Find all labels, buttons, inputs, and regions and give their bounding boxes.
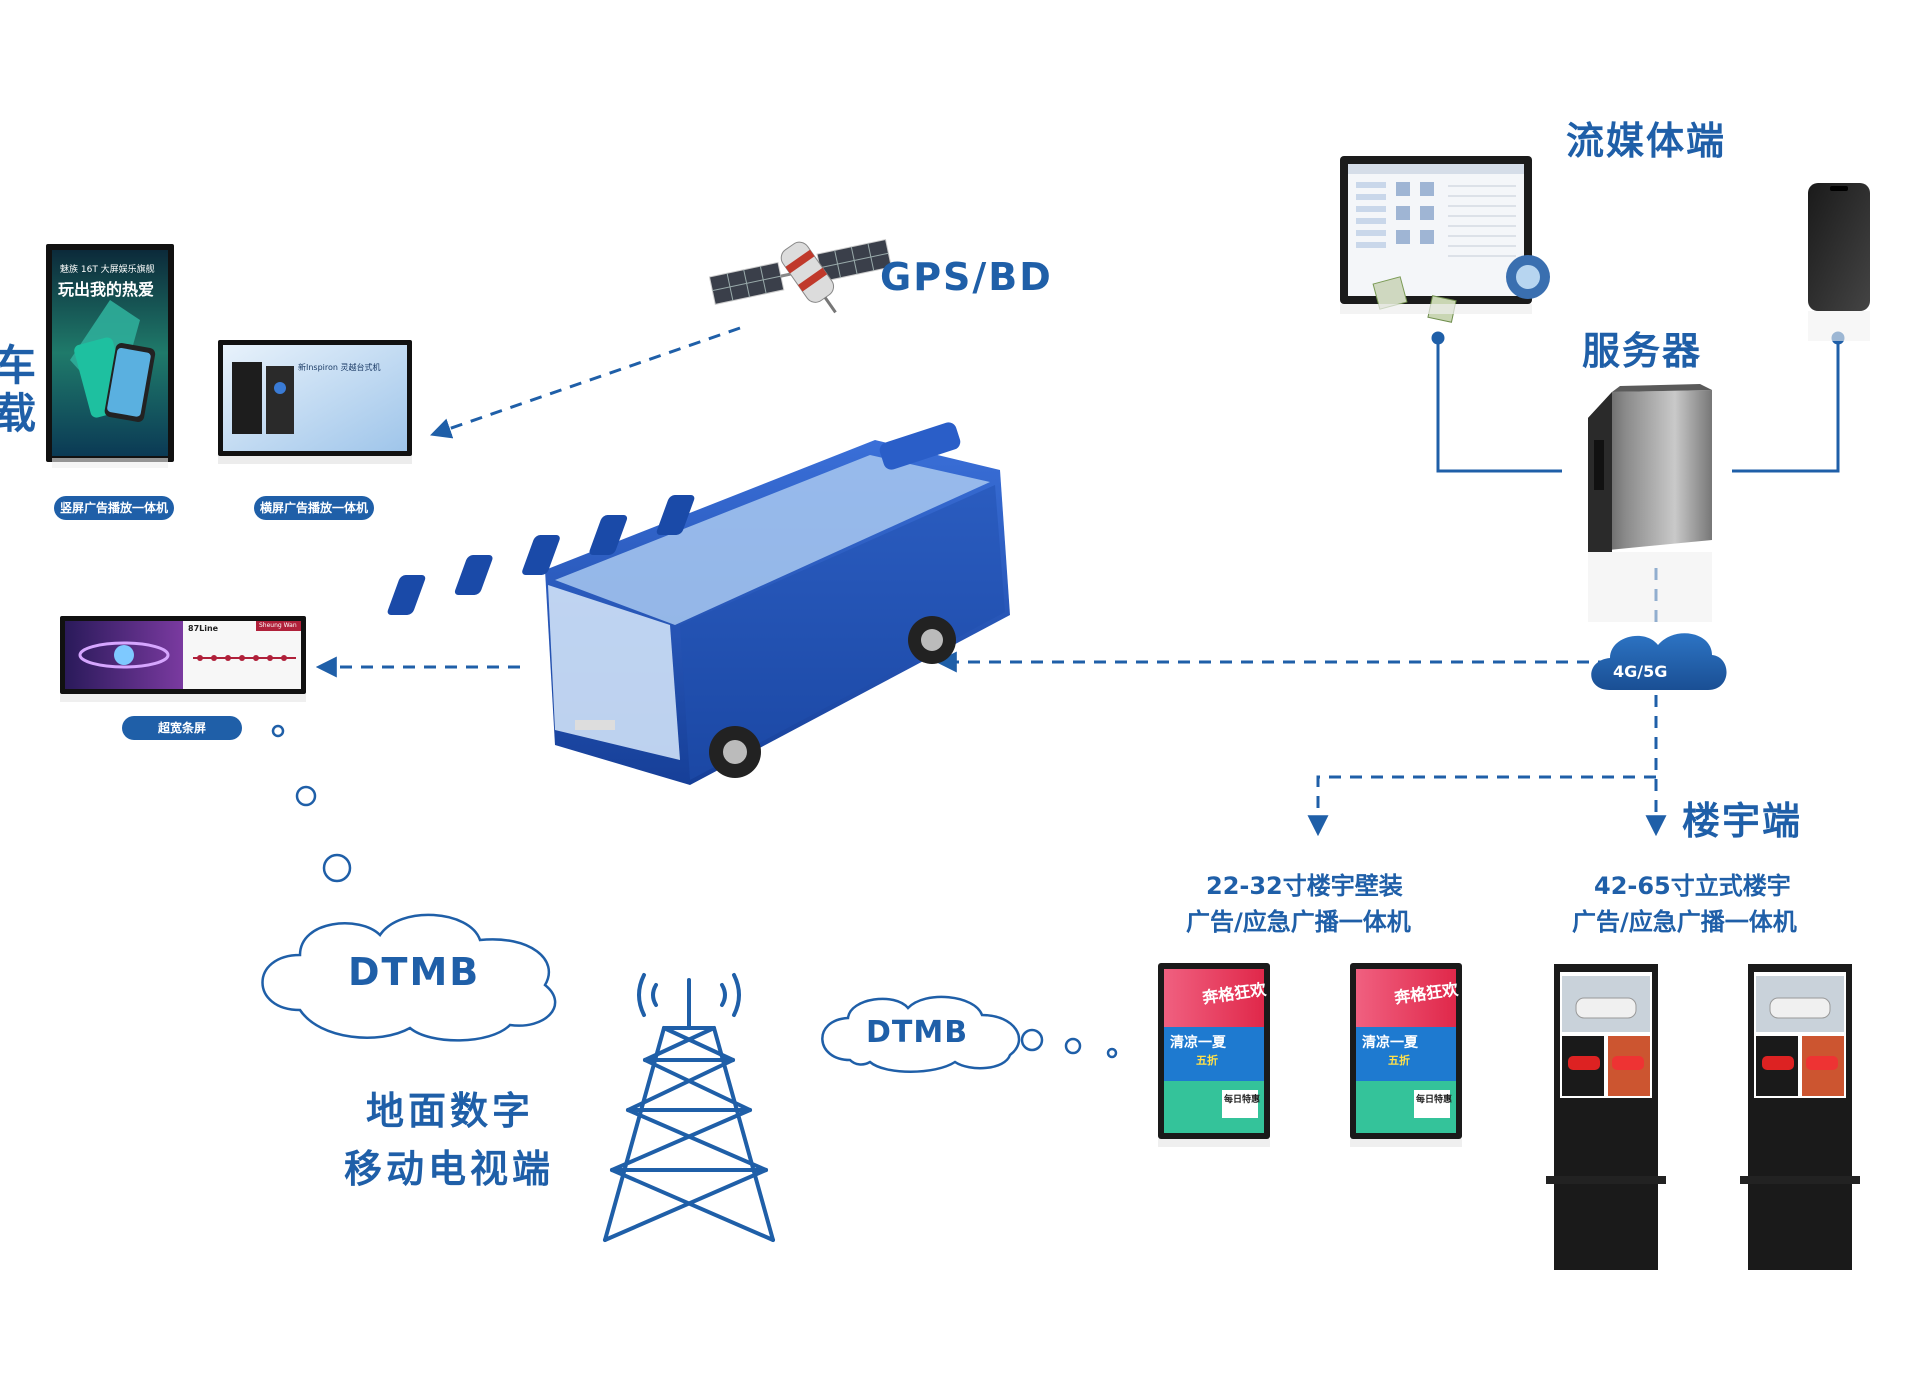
stand-kiosk-title-line2: 广告/应急广播一体机 [1572, 908, 1797, 936]
satellite-icon [708, 238, 892, 314]
vehicle-label-char1: 车 [0, 341, 37, 390]
stretch-bar-screen [60, 616, 306, 702]
terrestrial-label-line1: 地面数字 [366, 1089, 535, 1133]
portrait-ad-player [46, 244, 174, 468]
gps-label: GPS/BD [880, 255, 1053, 299]
dtmb-label-small: DTMB [866, 1015, 969, 1050]
stand-kiosk-2 [1740, 964, 1860, 1270]
stand-kiosk-title-line1: 42-65寸立式楼宇 [1594, 872, 1791, 900]
network-label: 4G/5G [1613, 662, 1668, 681]
landscape-screen-title: 新Inspiron 灵越台式机 [298, 363, 381, 372]
wall-2-bottom-text: 每日特惠 [1416, 1095, 1453, 1105]
gps-to-vehicle-arrow [430, 326, 741, 439]
portrait-screen-title: 玩出我的热爱 [58, 280, 155, 299]
phone-device [1808, 183, 1870, 341]
terrestrial-label-line2: 移动电视端 [344, 1147, 555, 1191]
dtmb-cloud-large [261, 913, 557, 1042]
wall-1-bottom-text: 每日特惠 [1224, 1095, 1261, 1105]
network-to-wall-arrow [1307, 775, 1656, 837]
portrait-device-label: 竖屏广告播放一体机 [54, 496, 174, 520]
stretch-screen-destination: Sheung Wan [259, 622, 297, 629]
wall-display-title-line1: 22-32寸楼宇壁装 [1206, 872, 1403, 900]
server-label: 服务器 [1582, 329, 1703, 373]
landscape-ad-player [218, 340, 412, 464]
wall-display-title-line2: 广告/应急广播一体机 [1186, 908, 1411, 936]
vehicle-label-char2: 载 [0, 389, 37, 438]
stretch-device-label: 超宽条屏 [122, 716, 242, 740]
dtmb-cloud-small [821, 995, 1021, 1073]
streaming-label: 流媒体端 [1566, 119, 1727, 163]
portrait-screen-caption: 魅族 16T 大屏娱乐旗舰 [60, 265, 155, 275]
server-tower [1588, 384, 1712, 622]
wall-1-mid-text: 清凉一夏 [1170, 1035, 1226, 1051]
wall-2-mid-text: 清凉一夏 [1362, 1035, 1418, 1051]
phone-to-server-line [1732, 338, 1840, 473]
bus-illustration [387, 422, 1010, 785]
monitor-to-server-line [1436, 338, 1562, 473]
wall-2-sub-text: 五折 [1388, 1054, 1410, 1067]
network-cloud [1591, 633, 1727, 690]
streaming-monitor [1340, 156, 1550, 323]
broadcast-tower-icon [603, 973, 775, 1242]
stretch-screen-route: 87Line [188, 624, 219, 633]
dtmb-label-large: DTMB [348, 950, 481, 994]
stand-kiosk-1 [1546, 964, 1666, 1270]
building-label: 楼宇端 [1682, 799, 1803, 843]
wall-display-1 [1158, 963, 1270, 1147]
landscape-device-label: 横屏广告播放一体机 [254, 496, 374, 520]
wall-display-2 [1350, 963, 1462, 1147]
wall-1-sub-text: 五折 [1196, 1054, 1218, 1067]
bubble-dots [271, 724, 1118, 1059]
